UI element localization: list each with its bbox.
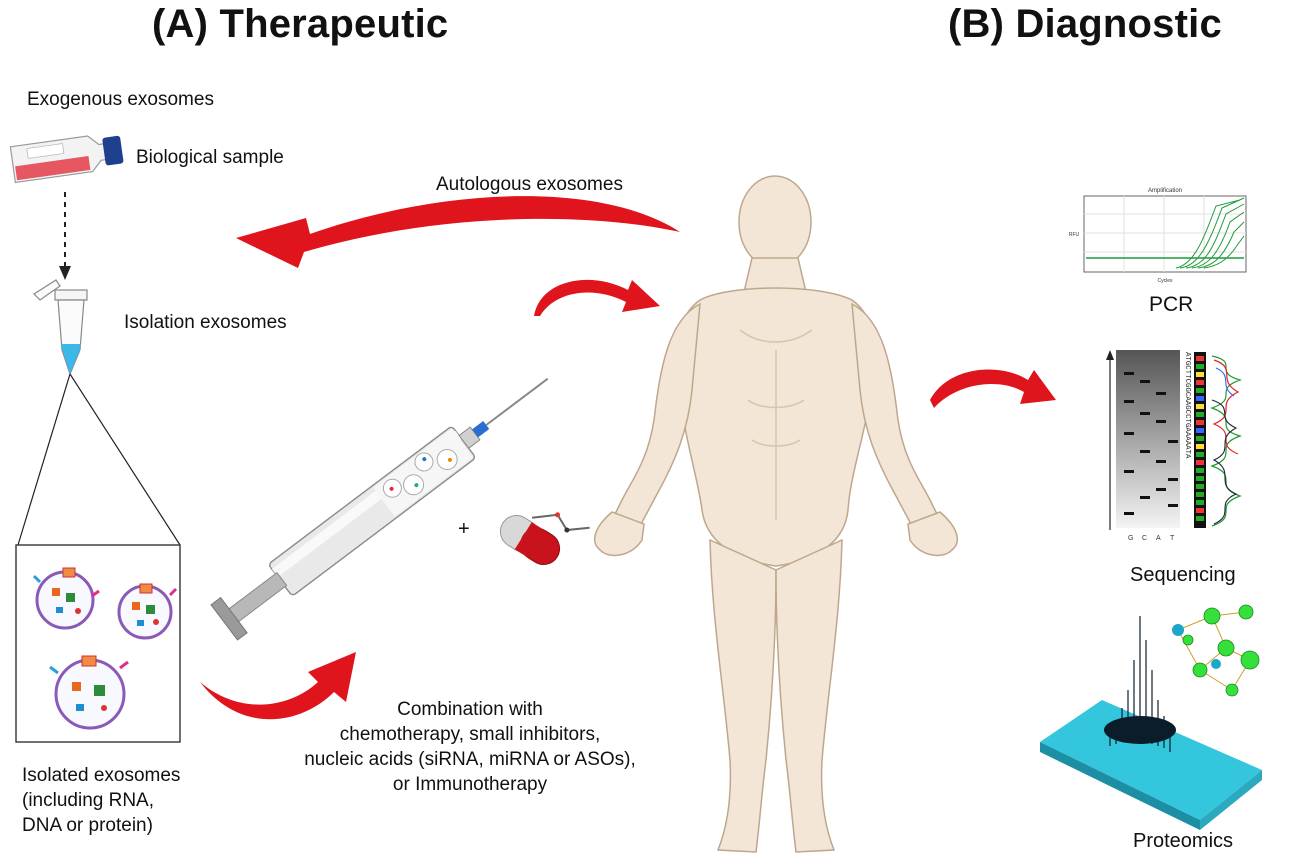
pcr-plot-ylabel: RFU	[1069, 232, 1080, 238]
gel-base-t: T	[1170, 535, 1175, 542]
isolated-exosomes-box	[16, 545, 180, 742]
gel-base-a: A	[1156, 535, 1161, 542]
pcr-plot-title: Amplification	[1148, 188, 1182, 194]
gel-base-g: G	[1128, 535, 1133, 542]
zoom-line-right	[70, 374, 180, 545]
dashed-arrowhead	[59, 266, 71, 280]
to-body-arrow	[534, 280, 660, 316]
zoom-line-left	[18, 374, 70, 545]
sequence-read: ATGCTTCGGCAAGCCTGAAAAATA	[1183, 352, 1191, 459]
combination-arrow	[200, 652, 356, 719]
microcentrifuge-tube-icon	[34, 280, 87, 374]
autologous-arrow	[236, 196, 680, 268]
human-body-icon	[595, 176, 958, 852]
red-arrows	[200, 196, 1056, 719]
culture-flask-icon	[10, 132, 124, 183]
sequencing-gel-icon: G C A T ATGCTTCGGCAAGCCTGAAAAATA	[1106, 350, 1240, 542]
proteomics-3d-plot-icon	[1040, 605, 1262, 830]
gel-base-c: C	[1142, 535, 1147, 542]
pcr-amplification-plot-icon: Amplification Cycles RFU	[1069, 188, 1246, 284]
to-diagnostic-arrow	[930, 369, 1056, 408]
base-color-strip	[1194, 352, 1206, 528]
syringe-icon	[211, 361, 561, 640]
pcr-plot-xlabel: Cycles	[1157, 278, 1173, 284]
capsule-icon	[494, 487, 589, 576]
